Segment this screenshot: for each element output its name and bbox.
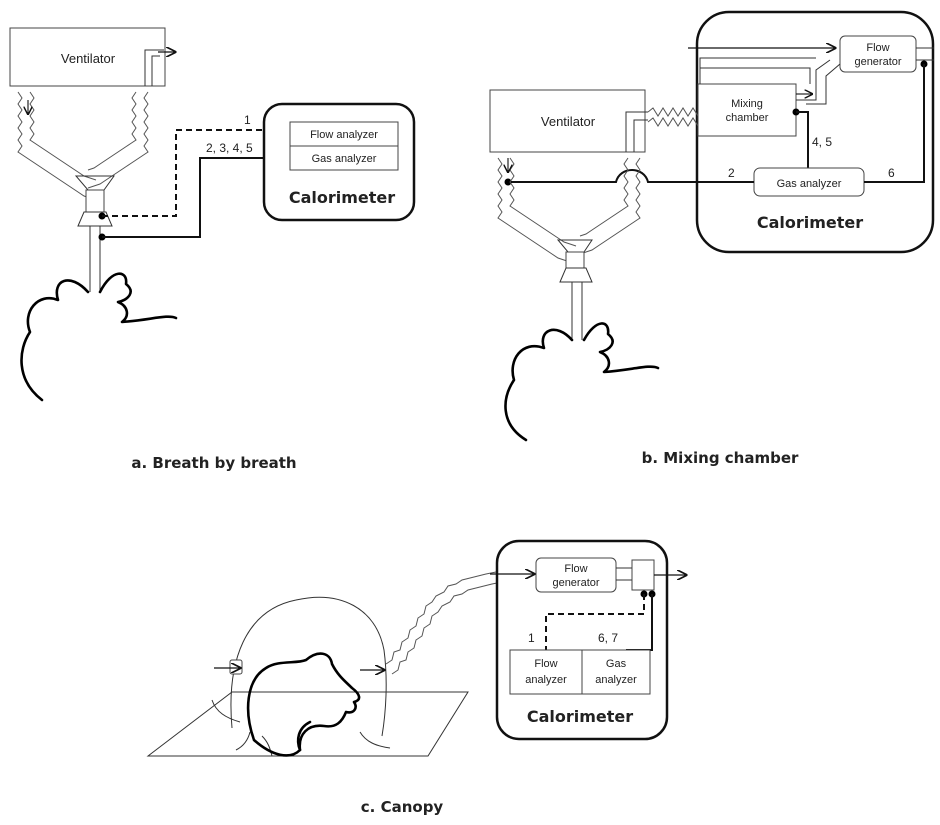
caption-a: a. Breath by breath (131, 454, 296, 472)
canopy-inlet-valve (229, 659, 243, 675)
inspiratory-tube-b (497, 157, 571, 263)
flow-sensor-a (85, 189, 105, 213)
expiratory-tube-a (87, 91, 149, 189)
gas-analyzer-label-b: Gas analyzer (777, 178, 842, 190)
flow-gen-label-2-c: generator (552, 577, 599, 589)
outlet-sample-line-b (864, 64, 925, 183)
flow-analyzer-label-a: Flow analyzer (310, 129, 378, 141)
bed (146, 691, 469, 757)
caption-c: c. Canopy (361, 798, 444, 816)
patient-head-a (20, 272, 178, 402)
line-label-2-b: 2 (728, 166, 735, 180)
ventilator-box-a (9, 27, 166, 87)
endotracheal-tube-b (571, 282, 583, 340)
mixing-chamber-box (697, 83, 797, 137)
flow-an-label-1-c: Flow (534, 658, 557, 670)
patient-head-c (246, 652, 361, 757)
flow-signal-line-c (545, 594, 645, 650)
mixing-label-1: Mixing (731, 98, 763, 110)
filter-b (559, 267, 593, 283)
gas-analyzer-box-c (581, 649, 651, 695)
ventilator-box-b (489, 89, 646, 153)
gas-analyzer-label-a: Gas analyzer (312, 153, 377, 165)
flow-an-label-2-c: analyzer (525, 674, 567, 686)
calorimeter-label-b: Calorimeter (757, 213, 863, 232)
line-label-1-a: 1 (244, 113, 251, 127)
flow-gen-label-1-c: Flow (564, 563, 587, 575)
gas-analyzer-box-a (289, 145, 399, 171)
flow-analyzer-box-c (509, 649, 583, 695)
outlet-sensor-c (631, 559, 655, 591)
line-label-2-a: 2, 3, 4, 5 (206, 141, 253, 155)
mixing-label-2: chamber (726, 112, 769, 124)
panel-a: Ventilator 1 2, 3, 4, 5 Flow analyzer Ga… (9, 27, 416, 472)
flow-signal-line-a (102, 129, 290, 217)
caption-b: b. Mixing chamber (642, 449, 799, 467)
inspired-sample-line-b (508, 169, 754, 183)
line-label-45-b: 4, 5 (812, 135, 832, 149)
flow-analyzer-box-a (289, 121, 399, 147)
panel-b: Ventilator Mixing chamber Flow generator… (489, 10, 935, 467)
flow-sensor-b (565, 251, 585, 269)
endotracheal-tube-a (89, 226, 101, 292)
ventilator-label-b: Ventilator (541, 114, 596, 129)
expiratory-tube-b (579, 157, 641, 255)
inspiratory-tube-a (17, 91, 97, 201)
ventilator-label-a: Ventilator (61, 51, 116, 66)
line-label-6-b: 6 (888, 166, 895, 180)
canopy-exhaust-tube (385, 571, 502, 665)
gas-sampling-line-a (102, 157, 290, 238)
filter-a (77, 211, 113, 227)
calorimeter-label-a: Calorimeter (289, 188, 395, 207)
gas-an-label-1-c: Gas (606, 658, 627, 670)
line-label-1-c: 1 (528, 631, 535, 645)
line-label-67-c: 6, 7 (598, 631, 618, 645)
panel-c: Flow generator 1 6, 7 Flow analyzer Gas … (146, 539, 686, 816)
mix-sample-line-b (796, 111, 809, 168)
flow-generator-box-c (535, 557, 617, 593)
gas-an-label-2-c: analyzer (595, 674, 637, 686)
flow-gen-label-2-b: generator (854, 56, 901, 68)
flow-generator-box-b (839, 35, 917, 73)
flow-gen-label-1-b: Flow (866, 42, 889, 54)
calorimeter-label-c: Calorimeter (527, 707, 633, 726)
patient-head-b (504, 322, 660, 442)
canopy-hood (230, 596, 387, 737)
